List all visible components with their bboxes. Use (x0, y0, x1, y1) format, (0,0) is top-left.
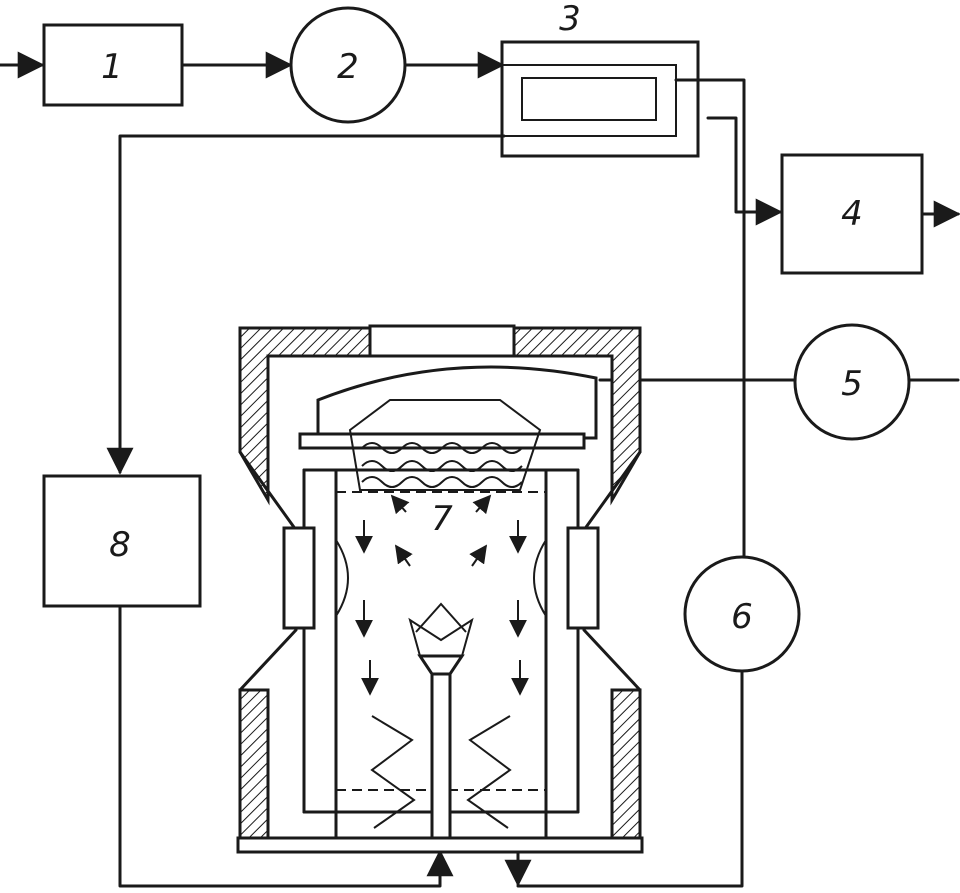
burner-flange (298, 432, 586, 450)
chamber-7-label: 7 (431, 499, 453, 539)
burner-head (348, 399, 542, 491)
block-5-label: 5 (841, 364, 863, 404)
reactor-vessel: 7 (236, 324, 644, 854)
block-1-label: 1 (101, 47, 123, 87)
base-plate (236, 836, 644, 854)
line-6-return (516, 669, 744, 888)
block-2-label: 2 (337, 47, 359, 87)
burner-dome (316, 365, 598, 440)
block-5-circle (793, 323, 911, 441)
block-8-label: 8 (109, 525, 131, 565)
port-right (566, 526, 600, 630)
line-8-to-reactor (118, 604, 454, 888)
line-3-to-8 (106, 134, 506, 475)
block-3-inner (521, 77, 657, 121)
insulation-left-bottom (238, 688, 270, 840)
line-3-side (706, 116, 750, 214)
flame (408, 617, 474, 657)
block-3 (500, 40, 700, 158)
block-8 (42, 474, 202, 608)
block-4-label: 4 (841, 194, 863, 234)
top-cover (368, 324, 516, 358)
line-3-down (674, 78, 746, 362)
insulation-right-bottom (610, 688, 642, 840)
block-3-label: 3 (559, 0, 581, 39)
port-left (282, 526, 316, 630)
center-lance (430, 670, 452, 840)
block-6-label: 6 (731, 597, 753, 637)
block-3-flow-path (502, 64, 677, 137)
